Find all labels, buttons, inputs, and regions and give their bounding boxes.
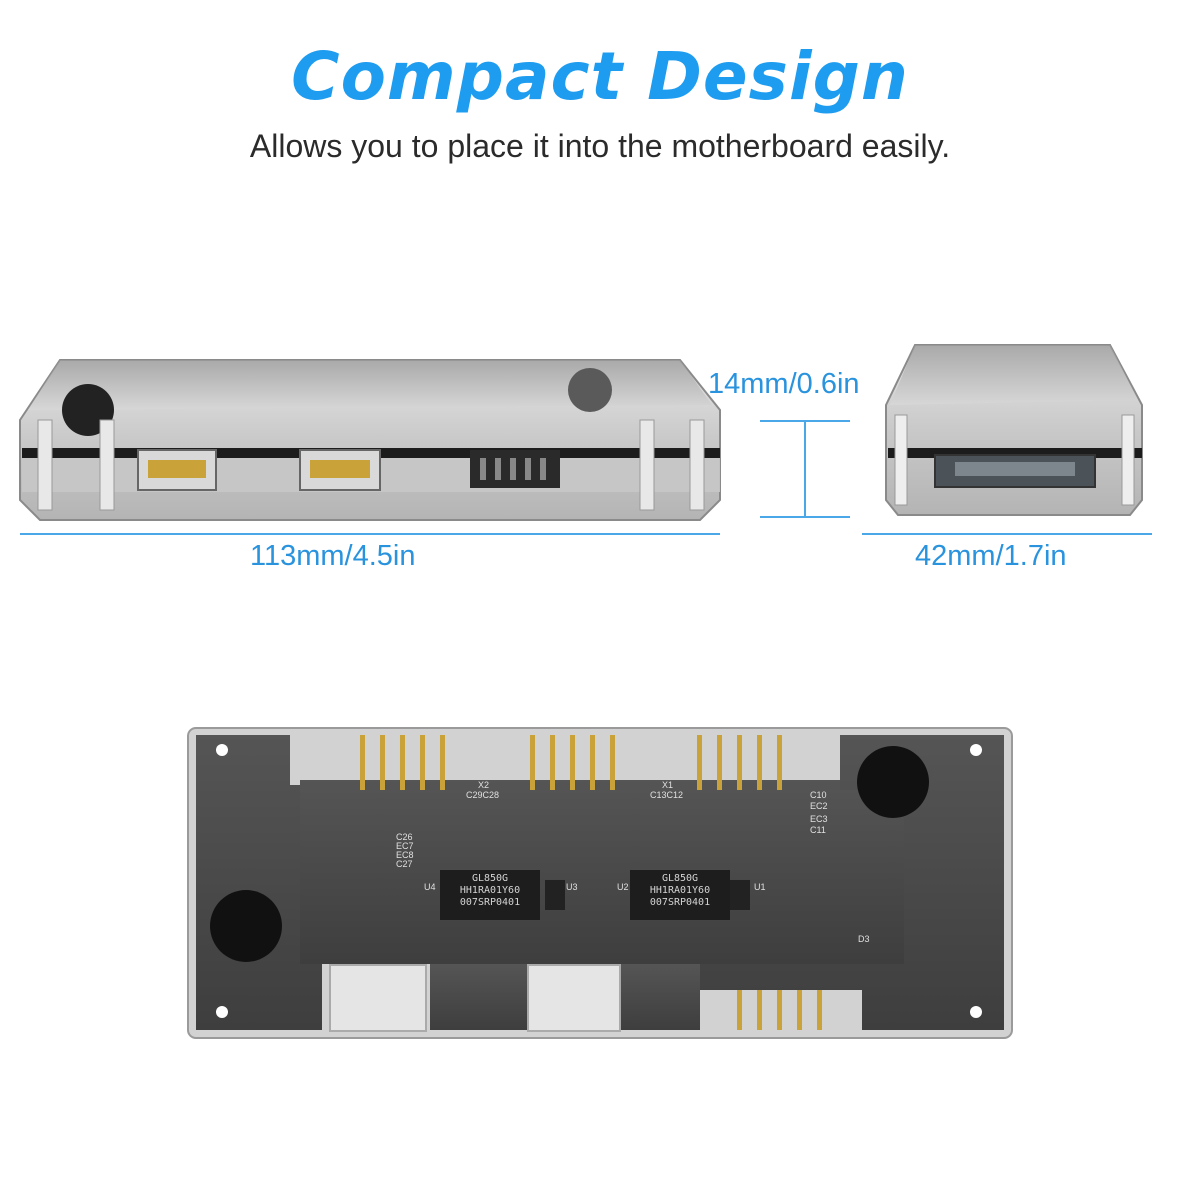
silkscreen-label: X1 (662, 780, 674, 790)
length-dimension-line (20, 533, 720, 535)
chip-line: GL850G (471, 873, 509, 884)
side-view-long (19, 359, 721, 521)
height-dimension-line (804, 420, 806, 518)
silkscreen-label: C13C12 (650, 790, 684, 800)
usb-port-icon (299, 449, 381, 491)
silkscreen-label: U1 (754, 882, 766, 892)
width-label: 42mm/1.7in (915, 540, 1067, 572)
silkscreen-label: C26 (396, 832, 413, 842)
silkscreen-label: U3 (566, 882, 578, 892)
silkscreen-label: C27 (396, 859, 413, 869)
silkscreen-label: C29C28 (466, 790, 500, 800)
subtitle: Allows you to place it into the motherbo… (249, 128, 951, 164)
width-dimension-line (862, 533, 1152, 535)
usb-port-icon (137, 449, 217, 491)
length-label: 113mm/4.5in (250, 540, 416, 572)
top-view-board (187, 727, 1013, 1039)
silkscreen-label: EC7 (396, 841, 414, 851)
headline: Compact Design (291, 38, 909, 115)
silkscreen-label: D3 (858, 934, 870, 944)
silkscreen-label: U4 (424, 882, 436, 892)
silkscreen-label: EC2 (810, 801, 828, 811)
chip-line: 007SRP0401 (649, 897, 711, 908)
chip-line: HH1RA01Y60 (459, 885, 521, 896)
silkscreen-label: EC3 (810, 814, 828, 824)
chip-line: 007SRP0401 (459, 897, 521, 908)
silkscreen-label: C10 (810, 790, 827, 800)
silkscreen-label: C11 (810, 825, 826, 835)
silkscreen-label: X2 (478, 780, 490, 790)
height-label: 14mm/0.6in (708, 368, 860, 400)
chip-line: HH1RA01Y60 (649, 885, 711, 896)
chip-label-left: GL850G HH1RA01Y60 007SRP0401 (440, 873, 540, 909)
silkscreen-label: EC8 (396, 850, 414, 860)
silkscreen-label: U2 (617, 882, 629, 892)
chip-label-right: GL850G HH1RA01Y60 007SRP0401 (630, 873, 730, 909)
chip-line: GL850G (661, 873, 699, 884)
side-view-short (885, 344, 1143, 516)
